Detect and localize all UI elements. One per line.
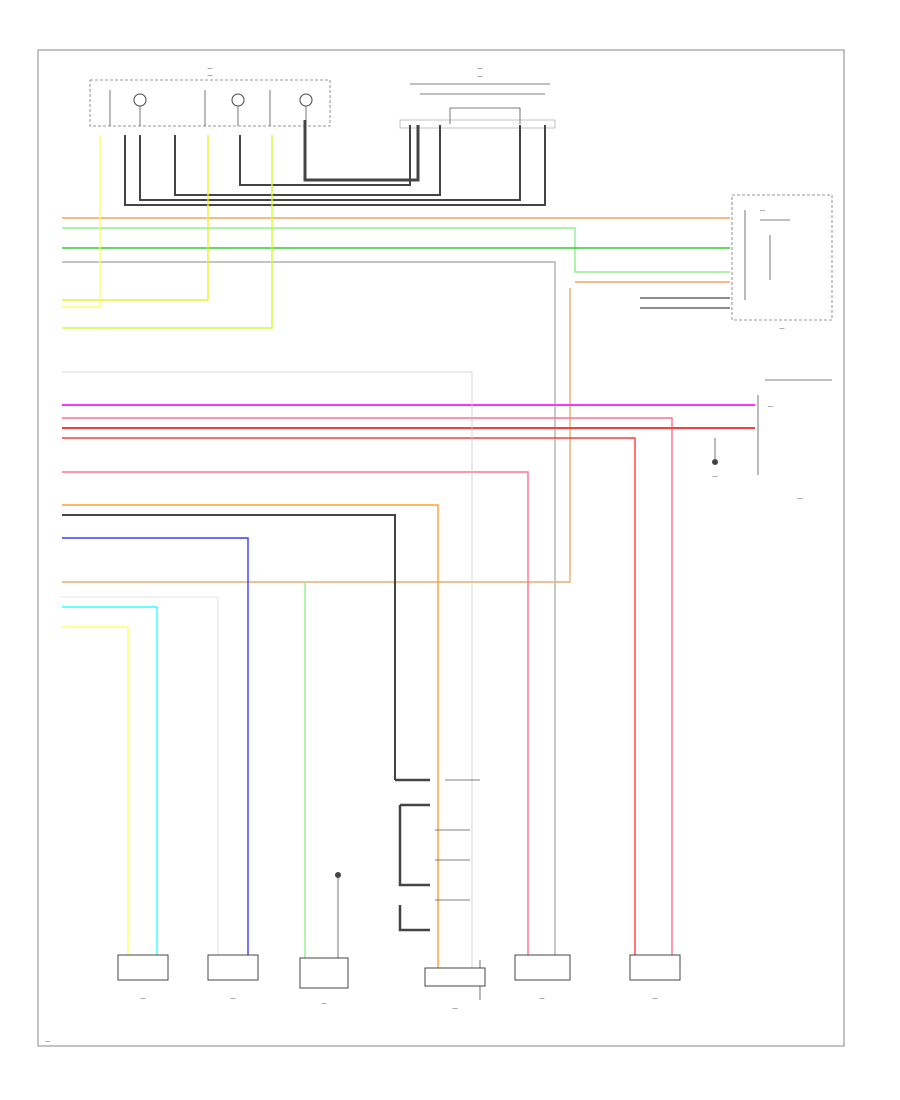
top-bus-wires <box>124 120 546 206</box>
bottom-component-6-caption: — <box>653 996 658 1002</box>
wire-tan <box>62 288 571 583</box>
lower-relay-block <box>395 778 430 932</box>
wire-blue <box>62 537 249 975</box>
wire-light-gray-2 <box>62 596 219 975</box>
top-left-connector-box <box>89 79 331 127</box>
bottom-component-5-caption: — <box>540 996 545 1002</box>
wire-yellow-green <box>62 135 273 329</box>
bottom-component-2 <box>207 954 259 981</box>
wire-black <box>62 514 396 780</box>
bottom-component-5 <box>514 954 571 981</box>
bottom-component-3 <box>299 957 349 989</box>
top-left-connector-subheading: — <box>208 73 213 79</box>
diagram-code: — <box>45 1039 50 1045</box>
ground-label: — <box>713 474 718 480</box>
wire-cyan <box>62 606 158 975</box>
top-right-connector-frame <box>410 83 550 124</box>
bottom-component-2-caption: — <box>231 996 236 1002</box>
wire-pink-1 <box>62 417 673 975</box>
right-component-label: — <box>768 404 773 410</box>
top-right-connector-heading: — <box>478 66 483 72</box>
bottom-component-4 <box>424 967 486 987</box>
right-module-label: — <box>760 208 765 214</box>
top-horizontal-wires <box>62 135 730 975</box>
right-module <box>731 194 833 321</box>
lower-relay-internal <box>435 779 481 1000</box>
ground-icon <box>712 459 718 465</box>
bottom-component-6 <box>629 954 681 981</box>
wire-light-gray <box>62 371 473 975</box>
connector-pin-1 <box>133 93 147 107</box>
right-module-internal <box>744 210 790 300</box>
right-component-frame <box>757 379 832 475</box>
wire-yellow-1 <box>62 135 209 301</box>
bottom-component-1 <box>117 954 169 981</box>
top-right-connector-box <box>399 119 556 129</box>
bottom-component-1-caption: — <box>141 996 146 1002</box>
wire-gray <box>62 261 556 975</box>
wire-yellow-2 <box>62 135 101 308</box>
bottom-ground-icon <box>335 872 341 878</box>
wire-dark <box>640 297 730 309</box>
connector-pin-2 <box>231 93 245 107</box>
wire-red-2 <box>62 437 636 975</box>
bottom-component-4-caption: — <box>453 1006 458 1012</box>
wire-orange-3 <box>62 504 439 975</box>
top-left-connector-internal <box>109 90 307 126</box>
connector-pin-3 <box>299 93 313 107</box>
top-left-connector-heading: — <box>208 66 213 72</box>
wire-pink-2 <box>62 471 529 975</box>
wire-light-green <box>62 227 730 273</box>
diagram-frame <box>37 49 845 1047</box>
bottom-component-3-caption: — <box>322 1001 327 1007</box>
right-component-caption: — <box>798 496 803 502</box>
right-module-caption: — <box>780 326 785 332</box>
wire-pale-yellow <box>62 626 129 975</box>
top-right-connector-subheading: — <box>478 74 483 80</box>
middle-horizontal-wires <box>62 371 755 975</box>
